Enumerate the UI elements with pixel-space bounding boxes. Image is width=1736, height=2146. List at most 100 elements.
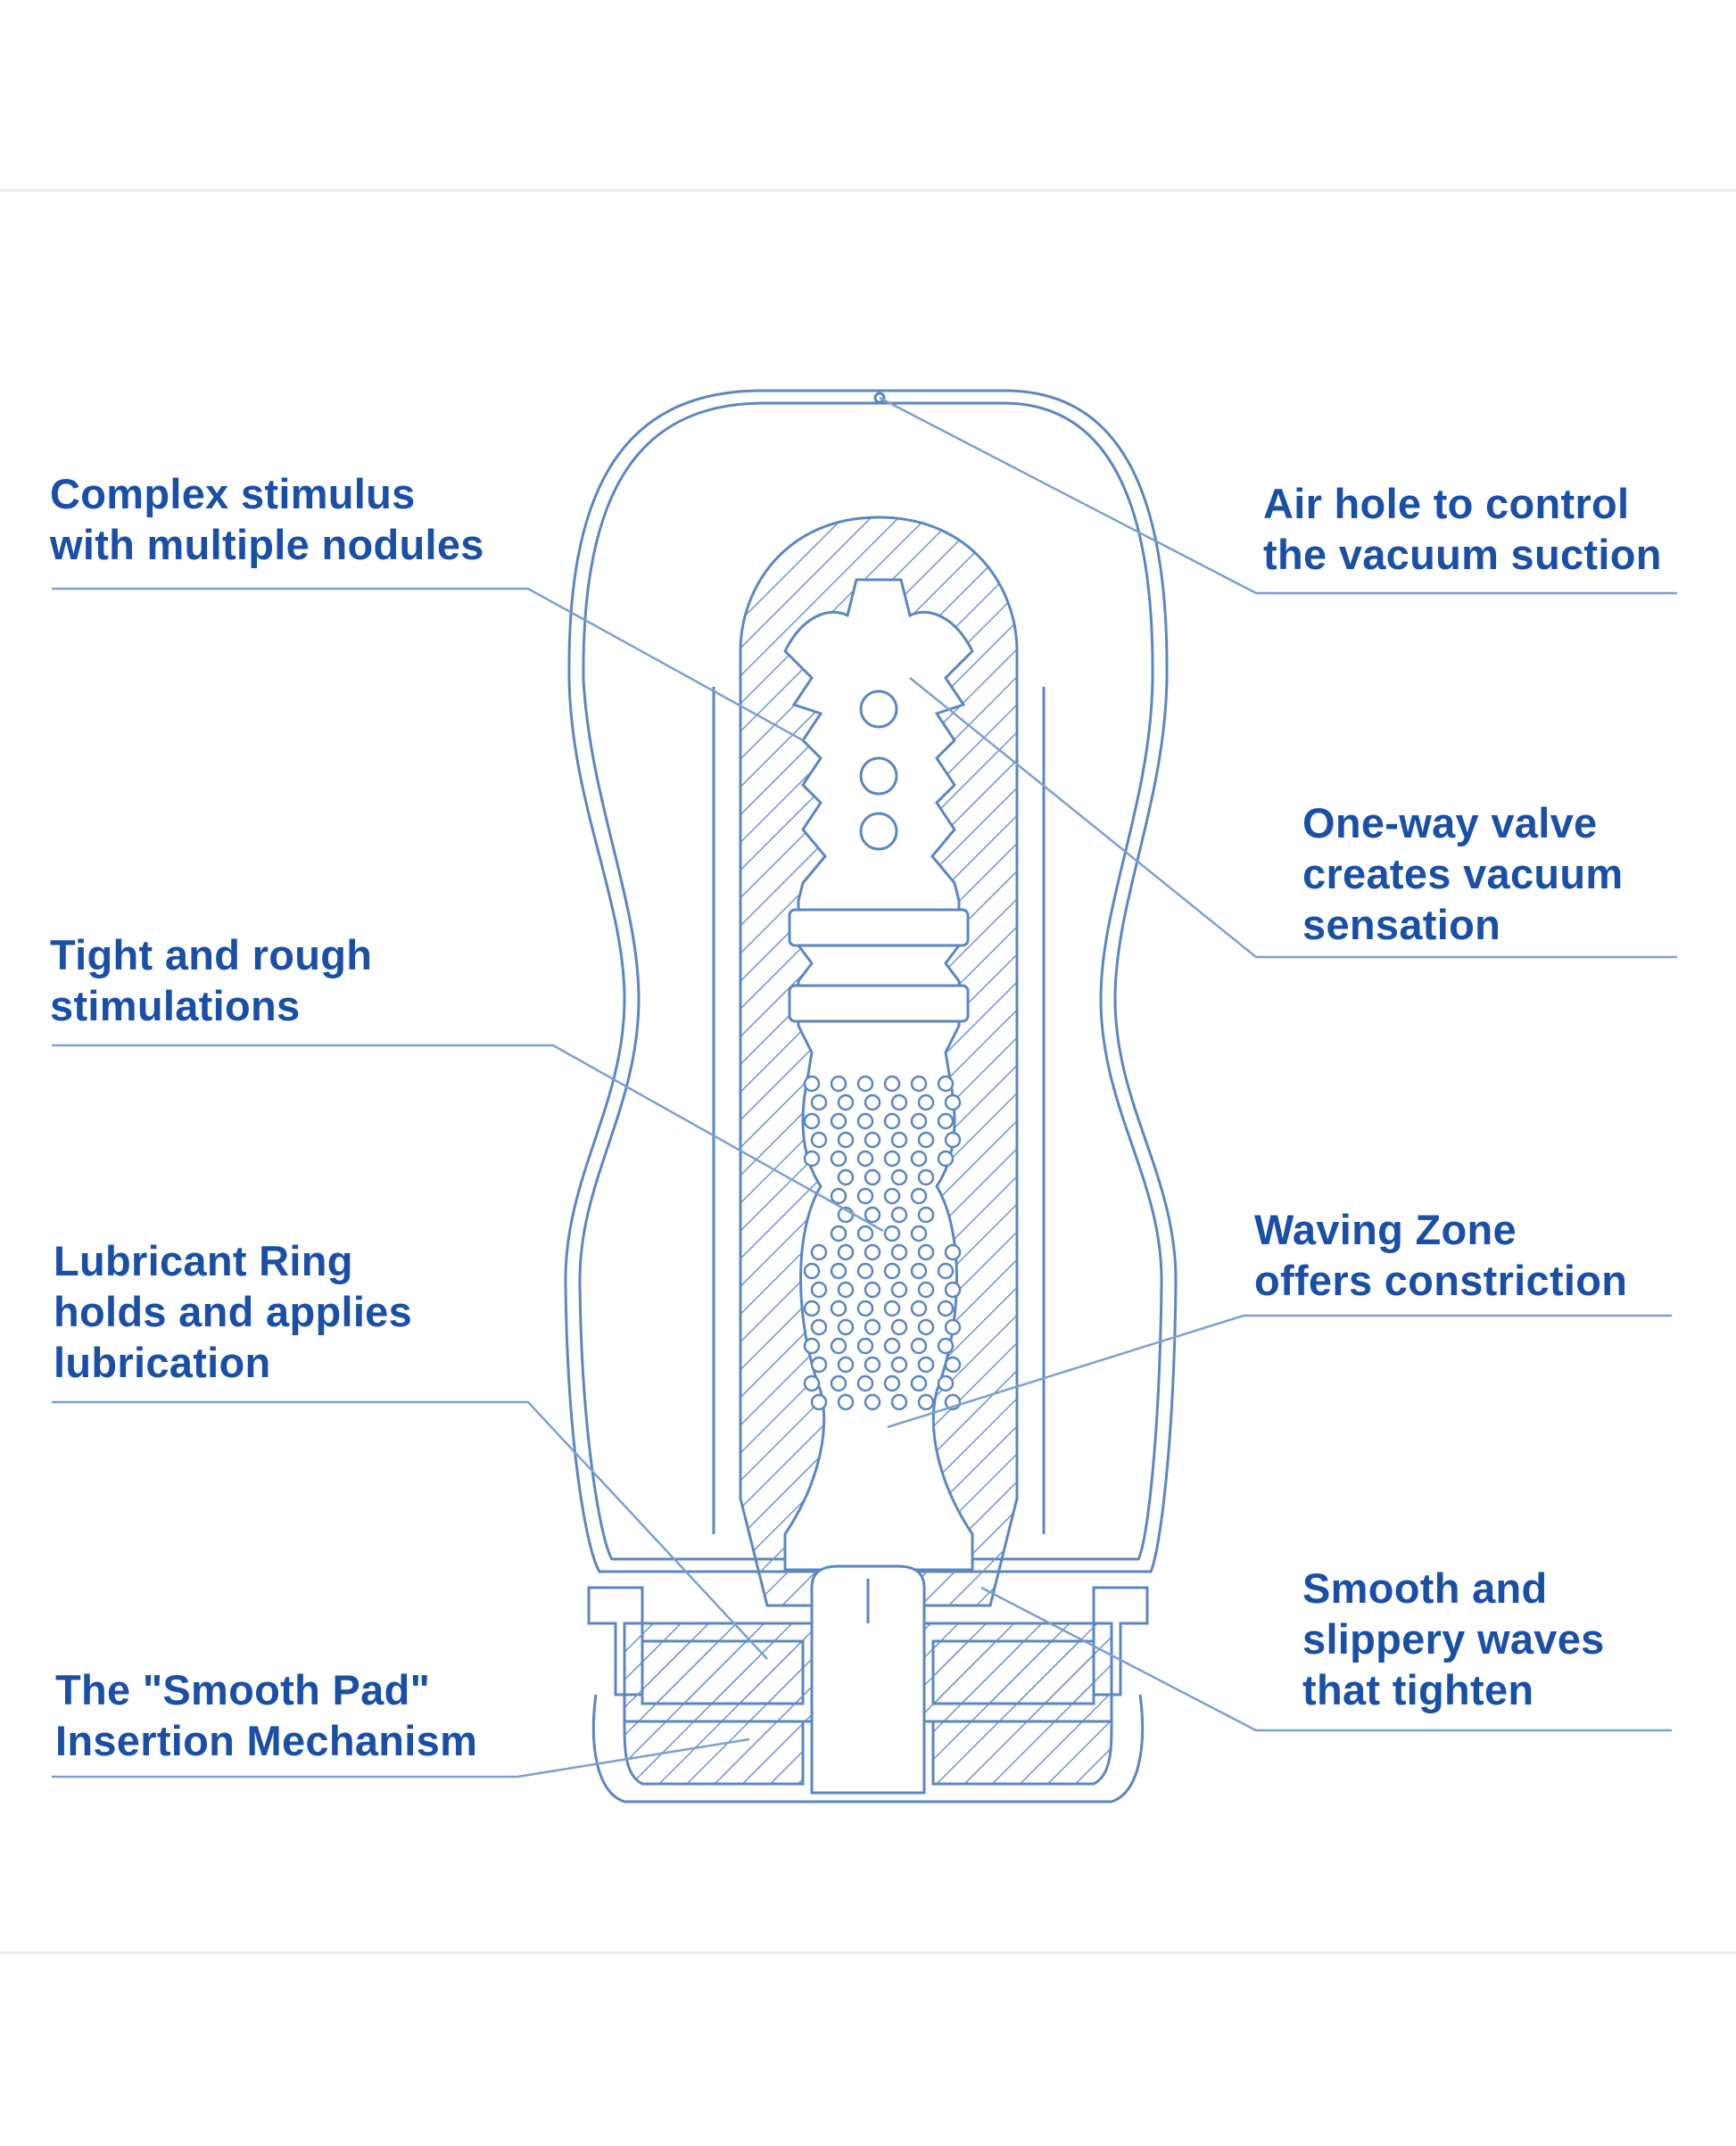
label-complex-stimulus: Complex stimulus with multiple nodules xyxy=(50,470,484,568)
nodule xyxy=(856,1187,874,1205)
nodule xyxy=(883,1337,901,1355)
nodule xyxy=(917,1243,935,1261)
nodule xyxy=(810,1094,828,1111)
label-lubricant-ring: Lubricant Ring holds and applies lubrica… xyxy=(54,1237,413,1386)
nodule xyxy=(864,1356,881,1374)
nodule xyxy=(910,1187,928,1205)
nodule xyxy=(837,1281,855,1299)
nodule xyxy=(917,1393,935,1411)
nodule xyxy=(890,1243,908,1261)
top-divider xyxy=(0,189,1736,192)
nodule xyxy=(937,1300,955,1317)
nodule xyxy=(830,1150,847,1168)
nodule xyxy=(803,1112,821,1130)
nodule xyxy=(864,1243,881,1261)
nodule xyxy=(856,1337,874,1355)
nodule xyxy=(890,1168,908,1186)
nodule xyxy=(917,1318,935,1336)
nodule-field xyxy=(803,1075,962,1411)
nodule xyxy=(810,1281,828,1299)
nodule xyxy=(810,1243,828,1261)
nodule xyxy=(830,1374,847,1392)
nodule xyxy=(917,1131,935,1149)
nodule xyxy=(803,1150,821,1168)
leader-lubricant-ring xyxy=(52,1400,768,1660)
label-one-way-valve: One-way valve creates vacuum sensation xyxy=(1302,799,1624,948)
nodule xyxy=(803,1337,821,1355)
nodule xyxy=(910,1337,928,1355)
nodule xyxy=(830,1225,847,1242)
nodule xyxy=(830,1300,847,1317)
nodule xyxy=(890,1318,908,1336)
leader-air-hole xyxy=(879,396,1677,595)
nodule xyxy=(890,1393,908,1411)
nodule xyxy=(937,1150,955,1168)
nodule xyxy=(883,1112,901,1130)
nodule xyxy=(856,1262,874,1280)
nodule xyxy=(830,1075,847,1093)
nodule xyxy=(917,1168,935,1186)
valve-holes xyxy=(859,689,898,851)
nodule xyxy=(917,1094,935,1111)
nodule xyxy=(890,1356,908,1374)
nodule xyxy=(864,1094,881,1111)
ring-bands xyxy=(788,908,970,1023)
nodule xyxy=(864,1318,881,1336)
nodule xyxy=(864,1168,881,1186)
nodule xyxy=(856,1112,874,1130)
nodule xyxy=(883,1300,901,1317)
nodule xyxy=(917,1206,935,1224)
nodule xyxy=(864,1393,881,1411)
nodule xyxy=(944,1243,962,1261)
leader-lines xyxy=(52,396,1677,1779)
leader-tight-rough xyxy=(52,1044,884,1233)
nodule xyxy=(890,1094,908,1111)
nodule xyxy=(890,1131,908,1149)
base-assembly xyxy=(587,1564,1149,1803)
nodule xyxy=(803,1374,821,1392)
nodule xyxy=(944,1131,962,1149)
nodule xyxy=(856,1150,874,1168)
label-air-hole: Air hole to control the vacuum suction xyxy=(1263,480,1662,578)
nodule xyxy=(937,1262,955,1280)
nodule xyxy=(856,1300,874,1317)
nodule xyxy=(944,1281,962,1299)
label-waving-zone: Waving Zone offers constriction xyxy=(1254,1206,1628,1304)
nodule xyxy=(910,1075,928,1093)
nodule xyxy=(890,1206,908,1224)
bottom-divider xyxy=(0,1952,1736,1954)
nodule xyxy=(810,1318,828,1336)
nodule xyxy=(883,1225,901,1242)
nodule xyxy=(810,1393,828,1411)
nodule xyxy=(864,1131,881,1149)
nodule xyxy=(810,1356,828,1374)
nodule xyxy=(837,1318,855,1336)
nodule xyxy=(883,1150,901,1168)
nodule xyxy=(830,1262,847,1280)
nodule xyxy=(830,1187,847,1205)
leader-smooth-pad xyxy=(52,1737,750,1779)
nodule xyxy=(910,1374,928,1392)
nodule xyxy=(856,1374,874,1392)
label-tight-rough: Tight and rough stimulations xyxy=(50,931,373,1029)
nodule xyxy=(910,1112,928,1130)
label-smooth-waves: Smooth and slippery waves that tighten xyxy=(1302,1564,1605,1713)
nodule xyxy=(910,1262,928,1280)
nodule xyxy=(837,1131,855,1149)
leader-smooth-waves xyxy=(980,1586,1672,1732)
nodule xyxy=(944,1094,962,1111)
nodule xyxy=(803,1300,821,1317)
nodule xyxy=(883,1187,901,1205)
nodule xyxy=(883,1374,901,1392)
nodule xyxy=(937,1075,955,1093)
nodule xyxy=(830,1112,847,1130)
nodule xyxy=(837,1393,855,1411)
leader-complex-stimulus xyxy=(52,587,804,742)
nodule xyxy=(944,1318,962,1336)
nodule xyxy=(856,1075,874,1093)
nodule xyxy=(830,1337,847,1355)
nodule xyxy=(837,1168,855,1186)
nodule xyxy=(937,1112,955,1130)
nodule xyxy=(917,1356,935,1374)
nodule xyxy=(803,1262,821,1280)
